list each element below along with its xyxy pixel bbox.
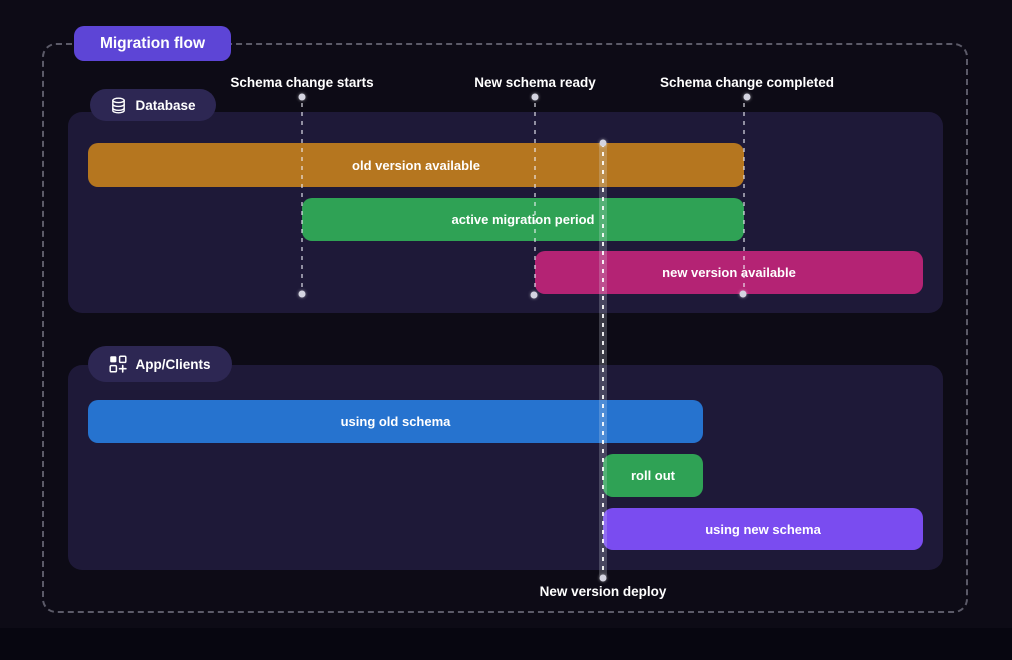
bar-using-new-schema: using new schema xyxy=(603,508,923,550)
bar-new-version-available: new version available xyxy=(535,251,923,294)
database-lane-badge: Database xyxy=(90,89,216,121)
apps-add-icon xyxy=(109,355,128,373)
bar-using-old-schema: using old schema xyxy=(88,400,703,443)
marker-dot xyxy=(298,93,306,101)
event-line-schema-change-starts xyxy=(301,103,303,290)
marker-dot xyxy=(298,290,306,298)
marker-dot xyxy=(599,574,607,582)
bar-active-migration-period: active migration period xyxy=(302,198,744,241)
marker-dot xyxy=(599,139,607,147)
event-label-schema-change-completed: Schema change completed xyxy=(659,75,835,90)
bar-using-new-schema-label: using new schema xyxy=(705,521,821,537)
event-line-schema-change-completed xyxy=(743,103,745,290)
bar-roll-out: roll out xyxy=(603,454,703,497)
event-label-new-version-deploy: New version deploy xyxy=(539,584,667,599)
page-title: Migration flow xyxy=(74,26,231,61)
event-label-new-schema-ready: New schema ready xyxy=(474,75,596,90)
bar-using-old-schema-label: using old schema xyxy=(340,414,451,429)
event-line-new-schema-ready xyxy=(534,103,536,290)
app-clients-lane-label: App/Clients xyxy=(135,356,211,372)
diagram-border xyxy=(42,43,968,613)
marker-dot xyxy=(530,291,538,299)
bar-roll-out-label: roll out xyxy=(630,468,676,483)
database-icon xyxy=(110,97,127,114)
marker-dot xyxy=(531,93,539,101)
bar-new-version-available-label: new version available xyxy=(662,265,796,280)
marker-dot xyxy=(743,93,751,101)
app-clients-lane-badge: App/Clients xyxy=(88,346,232,382)
footer-band xyxy=(0,628,1012,660)
bar-old-version-available: old version available xyxy=(88,143,744,187)
bar-active-migration-period-label: active migration period xyxy=(451,212,595,227)
database-lane-label: Database xyxy=(135,97,196,113)
event-label-schema-change-starts: Schema change starts xyxy=(230,75,374,90)
marker-dot xyxy=(739,290,747,298)
page-title-label: Migration flow xyxy=(99,34,206,52)
bar-old-version-available-label: old version available xyxy=(352,157,480,173)
event-line-new-version-deploy xyxy=(599,143,607,578)
